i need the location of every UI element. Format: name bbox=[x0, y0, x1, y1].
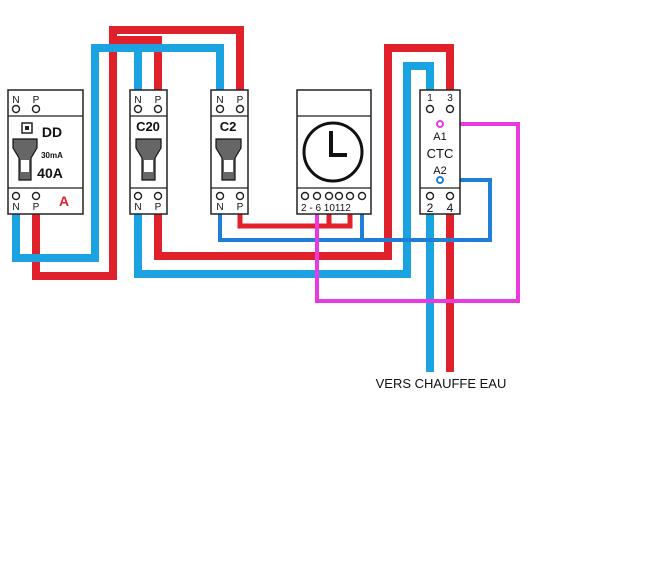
control-wire-a1 bbox=[315, 122, 520, 303]
c2-name-label: C2 bbox=[220, 119, 237, 134]
timer-terminal-3 bbox=[324, 191, 334, 201]
dd-bot-p-terminal bbox=[31, 191, 41, 201]
c2-top-n-terminal bbox=[215, 104, 225, 114]
c20-module: N P C20 N P bbox=[129, 89, 168, 215]
c20-top-n-label: N bbox=[134, 95, 141, 106]
ctc-t1-label: 1 bbox=[427, 93, 433, 104]
c20-bot-p-label: P bbox=[155, 202, 162, 213]
dd-top-n-label: N bbox=[12, 95, 19, 106]
timer-terminal-6 bbox=[357, 191, 367, 201]
c2-top-n-label: N bbox=[216, 95, 223, 106]
ctc-a1-terminal bbox=[436, 120, 444, 128]
dd-top-p-label: P bbox=[33, 95, 40, 106]
timer-terminal-2 bbox=[312, 191, 322, 201]
timer-terminal-4 bbox=[334, 191, 344, 201]
c20-bot-p-terminal bbox=[153, 191, 163, 201]
c2-bot-p-label: P bbox=[237, 202, 244, 213]
ctc-t2-terminal bbox=[425, 191, 435, 201]
c20-bot-n-terminal bbox=[133, 191, 143, 201]
dd-name-label: DD bbox=[42, 124, 62, 140]
timer-terminal-5 bbox=[345, 191, 355, 201]
c20-top-p-label: P bbox=[155, 95, 162, 106]
ctc-a1-label: A1 bbox=[433, 131, 446, 143]
ctc-t4-terminal bbox=[445, 191, 455, 201]
dd-test-button-inner bbox=[25, 126, 29, 130]
timer-terminals-label: 2 - 6 10112 bbox=[301, 203, 351, 214]
dd-handle-icon bbox=[12, 138, 38, 181]
c20-bot-n-label: N bbox=[134, 202, 141, 213]
timer-module: 2 - 6 10112 bbox=[296, 89, 372, 215]
c2-top-p-label: P bbox=[237, 95, 244, 106]
ctc-module: 1 3 A1 CTC A2 2 4 bbox=[419, 89, 461, 215]
phase-wire-main bbox=[32, 26, 244, 280]
clock-icon bbox=[302, 121, 364, 183]
c20-top-n-terminal bbox=[133, 104, 143, 114]
ctc-a2-label: A2 bbox=[433, 165, 446, 177]
c20-handle-icon bbox=[135, 138, 162, 181]
neutral-wire-main bbox=[12, 44, 224, 262]
dd-bot-n-label: N bbox=[12, 202, 19, 213]
ctc-name-label: CTC bbox=[427, 146, 454, 161]
dd-top-p-terminal bbox=[31, 104, 41, 114]
timer-terminal-1 bbox=[300, 191, 310, 201]
phase-wire-c20 bbox=[113, 36, 162, 92]
c2-bot-p-terminal bbox=[235, 191, 245, 201]
dd-sensitivity-label: 30mA bbox=[41, 151, 63, 160]
ctc-t3-terminal bbox=[445, 104, 455, 114]
dd-class-label: A bbox=[59, 193, 69, 209]
phase-wire-ctc bbox=[154, 44, 454, 260]
c2-handle-icon bbox=[215, 138, 242, 181]
ctc-t3-label: 3 bbox=[447, 93, 453, 104]
c20-top-p-terminal bbox=[153, 104, 163, 114]
dd-bot-p-label: P bbox=[33, 202, 40, 213]
c20-name-label: C20 bbox=[136, 119, 160, 134]
c2-bot-n-label: N bbox=[216, 202, 223, 213]
control-neutral-wire bbox=[218, 178, 492, 242]
dd-bot-n-terminal bbox=[11, 191, 21, 201]
dd-rating-label: 40A bbox=[37, 165, 63, 181]
c2-top-p-terminal bbox=[235, 104, 245, 114]
dd-top-n-terminal bbox=[11, 104, 21, 114]
output-label: VERS CHAUFFE EAU bbox=[376, 376, 507, 391]
dd-module: N P DD 30mA 40A N P A bbox=[7, 89, 84, 215]
c2-bot-n-terminal bbox=[215, 191, 225, 201]
ctc-t2-label: 2 bbox=[427, 201, 434, 215]
c2-module: N P C2 N P bbox=[210, 89, 249, 215]
ctc-t1-terminal bbox=[425, 104, 435, 114]
ctc-t4-label: 4 bbox=[447, 201, 454, 215]
ctc-a2-terminal bbox=[436, 176, 444, 184]
neutral-wire-ctc bbox=[134, 62, 434, 278]
